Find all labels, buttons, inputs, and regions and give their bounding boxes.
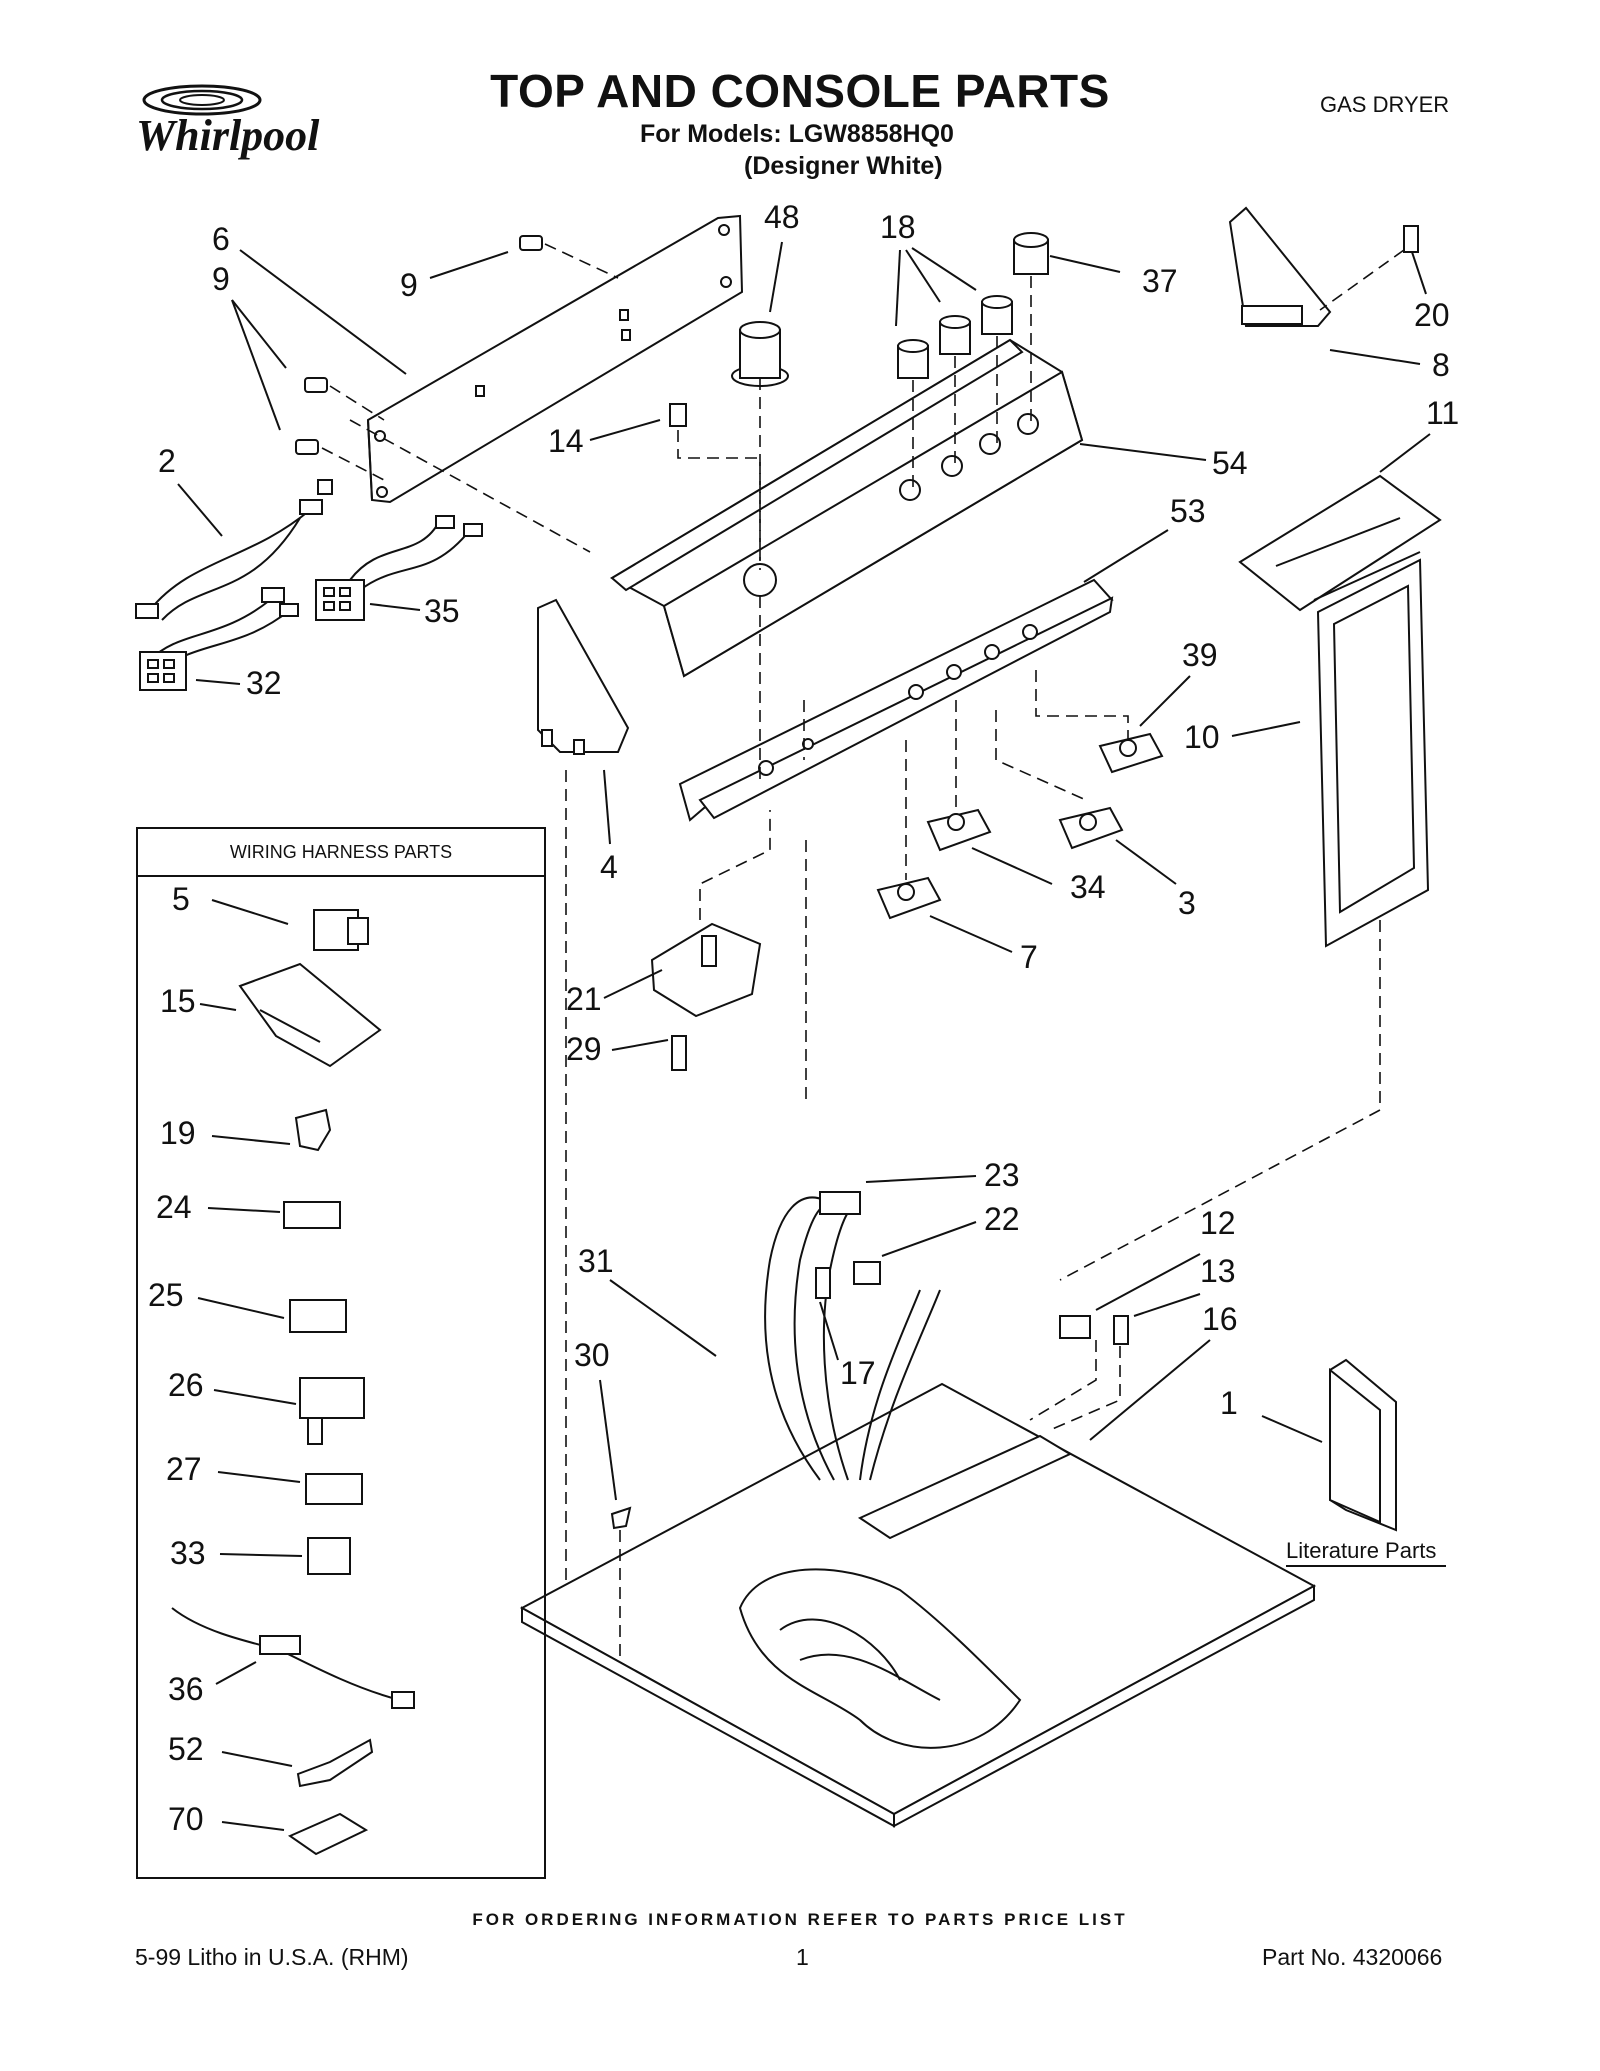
wire-bundle <box>738 1568 1022 1749</box>
main-wire-harness <box>764 1191 941 1481</box>
lint-screen <box>1313 551 1430 948</box>
callout-label: 34 <box>1070 869 1106 905</box>
callout-label: 10 <box>1184 719 1220 755</box>
dryer-top-panel <box>519 1382 1317 1828</box>
wiring-box-heading: WIRING HARNESS PARTS <box>230 842 452 862</box>
side-trim-panel <box>366 214 744 504</box>
harness-bracket <box>1059 1315 1129 1345</box>
model-info: For Models: LGW8858HQ0 (Designer White) <box>640 118 954 182</box>
callout-label: 8 <box>1432 347 1450 383</box>
whirlpool-logo: Whirlpool <box>132 72 382 182</box>
callout-label: 15 <box>160 983 196 1019</box>
callout-label: 13 <box>1200 1253 1236 1289</box>
part-number: Part No. 4320066 <box>1262 1944 1443 1970</box>
callout-label: 33 <box>170 1535 206 1571</box>
callout-label: 7 <box>1020 939 1038 975</box>
appliance-category: GAS DRYER <box>1320 92 1450 117</box>
callout-label: 19 <box>160 1115 196 1151</box>
connector-icon <box>299 1377 365 1419</box>
selector-knob-large <box>731 321 789 387</box>
lint-screen-cover <box>1238 474 1442 612</box>
callout-label: 17 <box>840 1355 876 1391</box>
callout-label: 25 <box>148 1277 184 1313</box>
callout-label: 6 <box>212 221 230 257</box>
callout-label: 9 <box>400 267 418 303</box>
wiring-box-callouts: 5 15 19 24 25 26 27 33 36 52 70 <box>148 881 303 1837</box>
brand-wordmark: Whirlpool <box>136 111 320 160</box>
screw-icon <box>669 403 687 427</box>
callout-label: 35 <box>424 593 460 629</box>
wiring-harness-box: WIRING HARNESS PARTS <box>136 827 546 1879</box>
harness-clip <box>610 1506 632 1530</box>
callout-label: 54 <box>1212 445 1248 481</box>
screw-icon <box>671 1035 687 1071</box>
callout-label: 32 <box>246 665 282 701</box>
ordering-note: FOR ORDERING INFORMATION REFER TO PARTS … <box>472 1910 1128 1929</box>
callout-label: 37 <box>1142 263 1178 299</box>
console-end-bracket <box>1228 206 1419 327</box>
callout-label: 16 <box>1202 1301 1238 1337</box>
print-info: 5-99 Litho in U.S.A. (RHM) <box>135 1944 409 1970</box>
callout-label: 9 <box>212 261 230 297</box>
callout-label: 31 <box>578 1243 614 1279</box>
callout-label: 5 <box>172 881 190 917</box>
callout-label: 1 <box>1220 1385 1238 1421</box>
callout-label: 36 <box>168 1671 204 1707</box>
callout-label: 23 <box>984 1157 1020 1193</box>
screw-icon <box>815 1267 831 1299</box>
callout-label: 2 <box>158 443 176 479</box>
wire-harness-small <box>135 479 333 691</box>
connector-icon <box>283 1201 341 1229</box>
control-knob <box>897 232 1049 379</box>
literature-booklet <box>1329 1358 1397 1532</box>
callout-label: 39 <box>1182 637 1218 673</box>
connector-icon <box>287 1812 369 1856</box>
connector-icon <box>307 1537 351 1575</box>
callout-label: 11 <box>1426 395 1459 431</box>
callout-label: 14 <box>548 423 584 459</box>
callout-label: 29 <box>566 1031 602 1067</box>
callout-label: 24 <box>156 1189 192 1225</box>
literature-label: Literature Parts <box>1286 1538 1436 1563</box>
timer-motor <box>650 922 762 1071</box>
terminal-block-icon <box>238 962 382 1068</box>
model-line: For Models: LGW8858HQ0 <box>640 120 954 148</box>
callout-label: 70 <box>168 1801 204 1837</box>
callout-label: 18 <box>880 209 916 245</box>
callout-label: 27 <box>166 1451 202 1487</box>
terminal-icon <box>296 1738 374 1788</box>
callout-label: 12 <box>1200 1205 1236 1241</box>
model-color: (Designer White) <box>744 152 943 180</box>
connector-icon <box>305 1473 363 1505</box>
console-end-cap <box>537 598 630 755</box>
callout-label: 53 <box>1170 493 1206 529</box>
callout-label: 22 <box>984 1201 1020 1237</box>
console-rear-bracket <box>678 578 1114 822</box>
screw-icon <box>295 235 543 455</box>
clip-icon <box>294 1108 332 1152</box>
callouts: 6 9 9 48 18 37 20 8 11 2 14 54 53 35 32 … <box>158 199 1459 1501</box>
page-number: 1 <box>796 1944 809 1970</box>
callout-label: 26 <box>168 1367 204 1403</box>
screw-icon <box>1113 1315 1129 1345</box>
connector-icon <box>289 1299 347 1333</box>
callout-label: 52 <box>168 1731 204 1767</box>
page-title: TOP AND CONSOLE PARTS <box>490 65 1110 117</box>
callout-label: 20 <box>1414 297 1450 333</box>
callout-label: 4 <box>600 849 618 885</box>
callout-label: 48 <box>764 199 800 235</box>
wire-harness-connector <box>315 515 483 621</box>
callout-label: 30 <box>574 1337 610 1373</box>
push-button-switch <box>876 732 1164 920</box>
console-panel <box>609 338 1084 678</box>
screw-icon <box>1403 225 1419 253</box>
callout-label: 3 <box>1178 885 1196 921</box>
callout-label: 21 <box>566 981 602 1017</box>
